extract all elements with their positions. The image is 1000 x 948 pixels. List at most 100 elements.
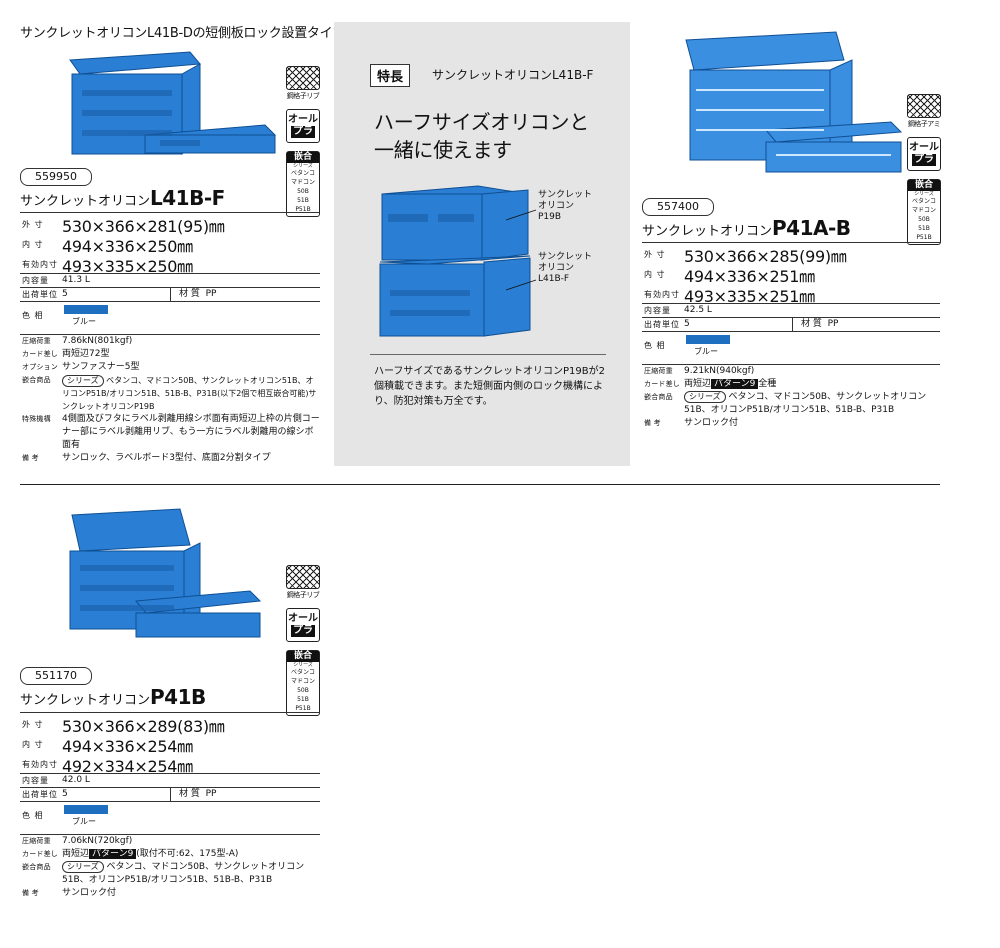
spec-key: 出荷単位: [22, 790, 58, 799]
spec-key: 外 寸: [22, 220, 44, 229]
color-swatch: [686, 335, 730, 344]
spec-key: 外 寸: [644, 250, 666, 259]
callout-line: オリコン: [538, 263, 575, 273]
callout-line: オリコン: [538, 201, 575, 211]
spec-option: サンファスナー5型: [62, 362, 140, 372]
callout-line: P19B: [538, 212, 562, 222]
spec-key: 内 寸: [22, 740, 44, 749]
spec-key: 嵌合商品: [644, 393, 673, 401]
spec-capacity: 42.5 L: [684, 305, 712, 315]
spec-effective-dim: 492×334×254㎜: [62, 757, 193, 776]
spec-key: 圧縮荷重: [22, 337, 51, 345]
spec-compression: 7.86kN(801kgf): [62, 336, 133, 346]
callout-line: サンクレット: [538, 252, 593, 262]
product-code: 557400: [642, 198, 714, 216]
product-title: サンクレットオリコンP41B: [20, 685, 206, 709]
kango-series-badge: 嵌合 シリーズ ベタンコ マドコン50B 51B P51B: [286, 151, 320, 217]
spec-table-1: 外 寸 530×366×281(95)㎜ 内 寸 494×336×250㎜ 有効内寸…: [20, 212, 320, 465]
spec-key: 色 相: [22, 311, 44, 320]
spec-inner-dim: 494×336×251㎜: [684, 267, 815, 286]
spec-key: 嵌合商品: [22, 863, 51, 871]
kango-item: 51B: [918, 225, 930, 232]
spec-key: 有効内寸: [644, 290, 680, 299]
spec-material: PP: [205, 289, 217, 299]
spec-key: 材 質: [179, 289, 200, 299]
series-pill: シリーズ: [62, 861, 104, 873]
spec-key: 材 質: [801, 319, 822, 329]
spec-capacity: 41.3 L: [62, 275, 90, 285]
kango-item: マドコン50B: [290, 678, 315, 694]
kango-item: P51B: [916, 234, 932, 241]
pattern-badge: パターン9: [89, 849, 137, 859]
product-title: サンクレットオリコンL41B-F: [20, 186, 225, 210]
feature-divider: [370, 354, 606, 355]
all-plastic-icon: オール プラ: [286, 109, 320, 143]
kango-sub: シリーズ: [293, 662, 313, 668]
grid-icon-label: 鋼格子リブ: [286, 591, 320, 599]
feature-description: ハーフサイズであるサンクレットオリコンP19Bが2個積載できます。また短側面内側…: [374, 366, 605, 407]
spec-key: 内 寸: [644, 270, 666, 279]
spec-kango: ベタンコ、マドコン50B、サンクレットオリコン51B、オリコンP51B/オリコン…: [684, 392, 927, 415]
spec-material: PP: [205, 789, 217, 799]
callout-line: サンクレット: [538, 190, 593, 200]
spec-key: 備 考: [22, 454, 39, 462]
spec-compression: 9.21kN(940kgf): [684, 366, 755, 376]
product-image-p41ab: [685, 31, 903, 173]
headline-line-2: 一緒に使えます: [374, 138, 512, 162]
kango-series-badge: 嵌合 シリーズ ベタンコ マドコン50B 51B P51B: [907, 179, 941, 245]
spec-key: 有効内寸: [22, 260, 58, 269]
kango-sub: シリーズ: [293, 163, 313, 169]
title-prefix: サンクレットオリコン: [642, 224, 773, 239]
title-model: L41B-F: [150, 186, 225, 210]
spec-kango: ベタンコ、マドコン50B、サンクレットオリコン51B、オリコンP51B/オリコン…: [62, 862, 305, 885]
color-swatch: [64, 305, 108, 314]
kango-head: 嵌合: [287, 152, 319, 163]
kango-head: 嵌合: [908, 180, 940, 191]
color-label: ブルー: [72, 317, 96, 326]
callout-l41bf: サンクレット オリコン L41B-F: [538, 252, 592, 285]
allpla-top: オール: [909, 142, 939, 153]
allpla-bottom: プラ: [291, 625, 315, 637]
spec-key: カード差し: [22, 350, 58, 358]
product-title: サンクレットオリコンP41A-B: [642, 216, 851, 240]
grid-mesh-icon: [907, 94, 941, 118]
spec-card: 全種: [758, 379, 777, 389]
spec-outer-dim: 530×366×285(99)㎜: [684, 247, 847, 266]
product-code: 559950: [20, 168, 92, 186]
title-model: P41B: [150, 685, 206, 709]
kango-item: P51B: [295, 705, 311, 712]
spec-outer-dim: 530×366×281(95)㎜: [62, 217, 225, 236]
spec-table-2: 外 寸 530×366×285(99)㎜ 内 寸 494×336×251㎜ 有効内寸…: [642, 242, 940, 430]
kango-item: ベタンコ: [290, 170, 315, 177]
color-swatch: [64, 805, 108, 814]
spec-special: 4側面及びフタにラベル剥離用線シボ面有両短辺上枠の片側コーナー部にラベル剥離用リ…: [62, 414, 320, 450]
color-label: ブルー: [694, 347, 718, 356]
spec-key: 外 寸: [22, 720, 44, 729]
badge-column-1: 鋼格子リブ オール プラ 嵌合 シリーズ ベタンコ マドコン50B 51B P5…: [286, 66, 320, 217]
kango-item: マドコン50B: [911, 207, 936, 223]
kango-item: 51B: [297, 696, 309, 703]
grid-icon-label: 鋼格子アミ: [907, 120, 941, 128]
spec-kango: ベタンコ、マドコン50B、サンクレットオリコン51B、オリコンP51B/オリコン…: [62, 376, 317, 411]
spec-key: 材 質: [179, 789, 200, 799]
spec-effective-dim: 493×335×251㎜: [684, 287, 815, 306]
stacked-crates-image: [379, 185, 537, 337]
spec-compression: 7.06kN(720kgf): [62, 836, 133, 846]
feature-panel: 特長 サンクレットオリコンL41B-F ハーフサイズオリコンと 一緒に使えます …: [334, 22, 630, 466]
pattern-badge: パターン9: [711, 379, 759, 389]
section-divider: [20, 484, 940, 485]
allpla-top: オール: [288, 114, 318, 125]
card-sides: 両短辺: [684, 379, 712, 389]
grid-rib-icon: [286, 66, 320, 90]
spec-key: カード差し: [644, 380, 680, 388]
grid-icon-label: 鋼格子リブ: [286, 92, 320, 100]
spec-key: 内容量: [22, 776, 49, 785]
spec-inner-dim: 494×336×250㎜: [62, 237, 193, 256]
spec-key: 出荷単位: [644, 320, 680, 329]
callout-p19b: サンクレット オリコン P19B: [538, 190, 592, 223]
kango-item: マドコン50B: [290, 179, 315, 195]
spec-notes: サンロック付: [62, 888, 117, 898]
spec-key: 内 寸: [22, 240, 44, 249]
allpla-bottom: プラ: [291, 126, 315, 138]
